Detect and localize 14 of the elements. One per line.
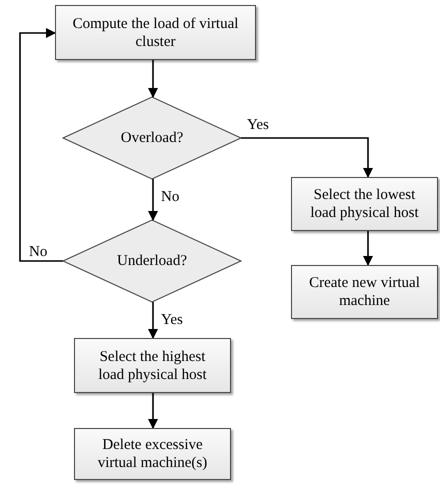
arrow: [148, 60, 158, 98]
process-box: Select the highest load physical host: [74, 338, 231, 393]
arrow: [148, 393, 158, 429]
process-box: Delete excessive virtual machine(s): [74, 428, 231, 480]
process-box: Create new virtual machine: [291, 265, 438, 319]
arrow: [241, 137, 373, 178]
process-box: Select the lowest load physical host: [291, 177, 438, 231]
arrow: [19, 28, 63, 262]
process-box: Compute the load of virtual cluster: [55, 5, 256, 60]
decision-label: Overload?: [120, 130, 184, 146]
arrow: [148, 302, 158, 339]
arrow: [148, 179, 158, 221]
decision-label: Underload?: [117, 252, 187, 270]
arrow: [363, 231, 373, 266]
